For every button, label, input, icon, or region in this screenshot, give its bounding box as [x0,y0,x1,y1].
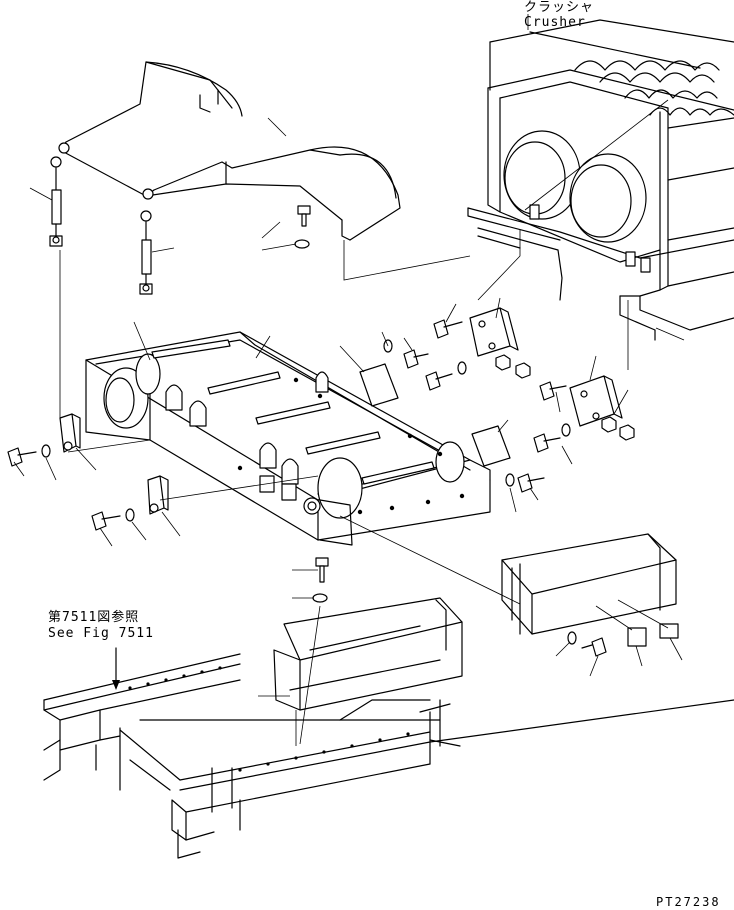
lower-main-frame [43,647,734,859]
figure-reference-en: See Fig 7511 [48,626,154,641]
crusher-label-en: Crusher [524,15,586,30]
conveyor-frame [85,331,491,546]
figure-reference-jp: 第7511図参照 [48,610,140,625]
lower-cover [273,597,463,711]
turnbuckle-right [139,210,153,295]
leader-lines [13,14,685,746]
discharge-chute [58,61,401,241]
crusher-label-jp: クラッシャ [524,0,595,15]
crusher-assembly [467,19,734,341]
mounting-brackets [59,307,623,515]
bolts-washers-nuts [7,205,635,657]
drawing-number: PT27238 [656,895,721,909]
side-guard-box [501,533,679,647]
turnbuckle-left [49,156,63,247]
